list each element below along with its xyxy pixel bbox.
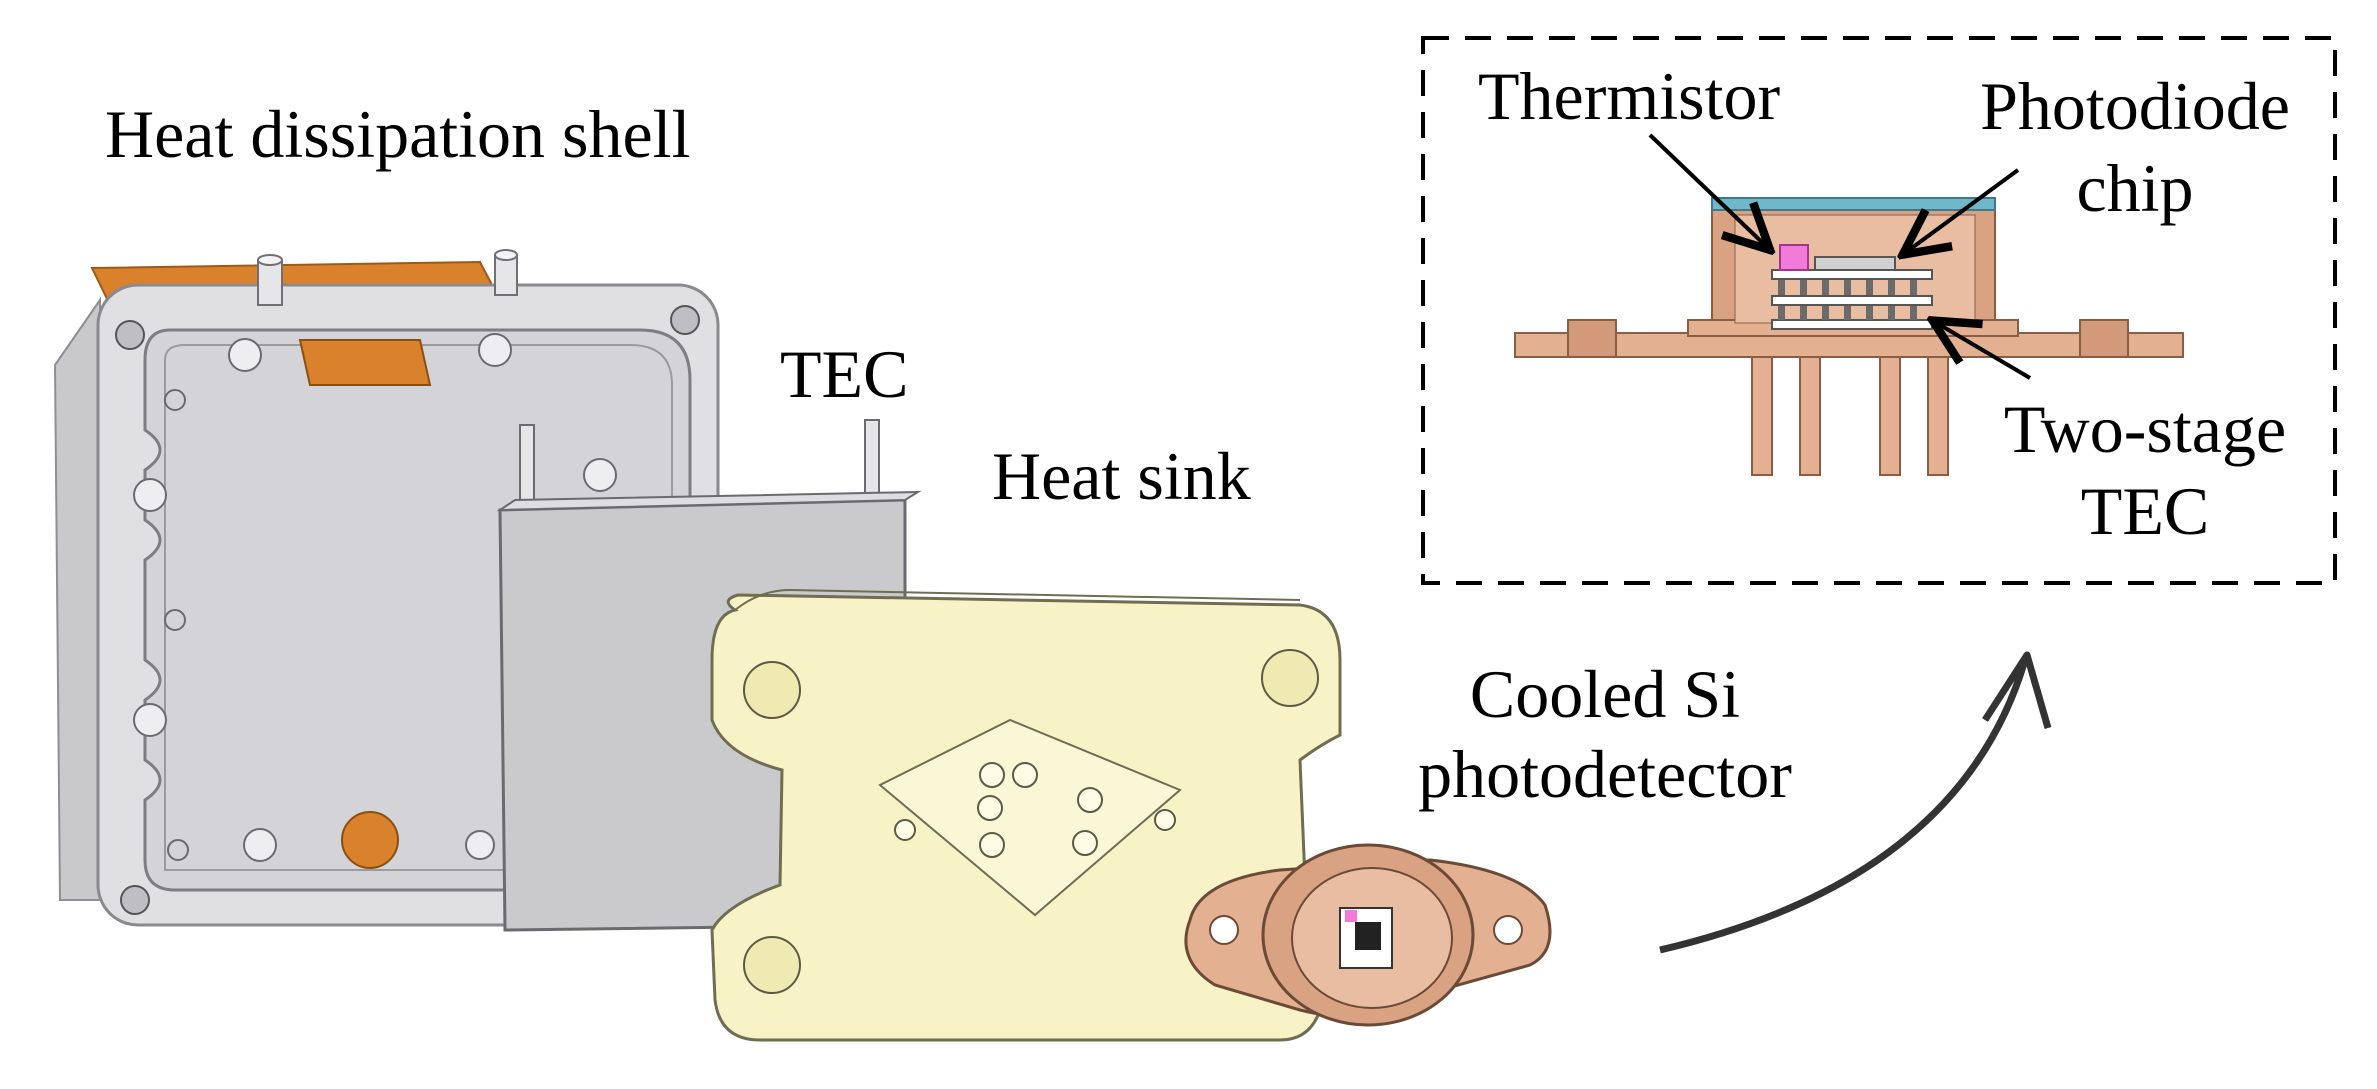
label-two-stage-tec: Two-stage TEC — [1965, 395, 2325, 545]
label-photodiode-chip: Photodiode chip — [1945, 72, 2325, 222]
two-stage-line-1: Two-stage — [2003, 391, 2287, 467]
label-heat-sink: Heat sink — [992, 438, 1251, 514]
detector-line-2: photodetector — [1418, 736, 1792, 812]
photodiode-chip — [1814, 256, 1896, 271]
two-stage-tec-stack — [1771, 269, 1933, 330]
label-heat-dissipation-shell: Heat dissipation shell — [105, 96, 691, 172]
heat-sink — [710, 588, 1342, 1042]
photodiode-line-2: chip — [2076, 150, 2194, 226]
photodiode-arrow — [1905, 168, 2020, 253]
thermistor-chip — [1779, 244, 1809, 271]
curved-arrow — [1659, 651, 2052, 954]
cross-section-inset — [1421, 36, 2337, 585]
label-thermistor: Thermistor — [1478, 58, 1781, 134]
detector-line-1: Cooled Si — [1469, 656, 1741, 732]
two-stage-line-2: TEC — [2080, 473, 2210, 549]
photodiode-line-1: Photodiode — [1980, 68, 2290, 144]
tec-arrow — [1935, 322, 2032, 380]
label-cooled-si-photodetector: Cooled Si photodetector — [1385, 660, 1825, 808]
label-tec: TEC — [780, 336, 909, 412]
thermistor-arrow — [1648, 133, 1768, 248]
cooled-si-photodetector — [1184, 843, 1552, 1027]
inset-dashed-frame — [1421, 36, 2337, 585]
